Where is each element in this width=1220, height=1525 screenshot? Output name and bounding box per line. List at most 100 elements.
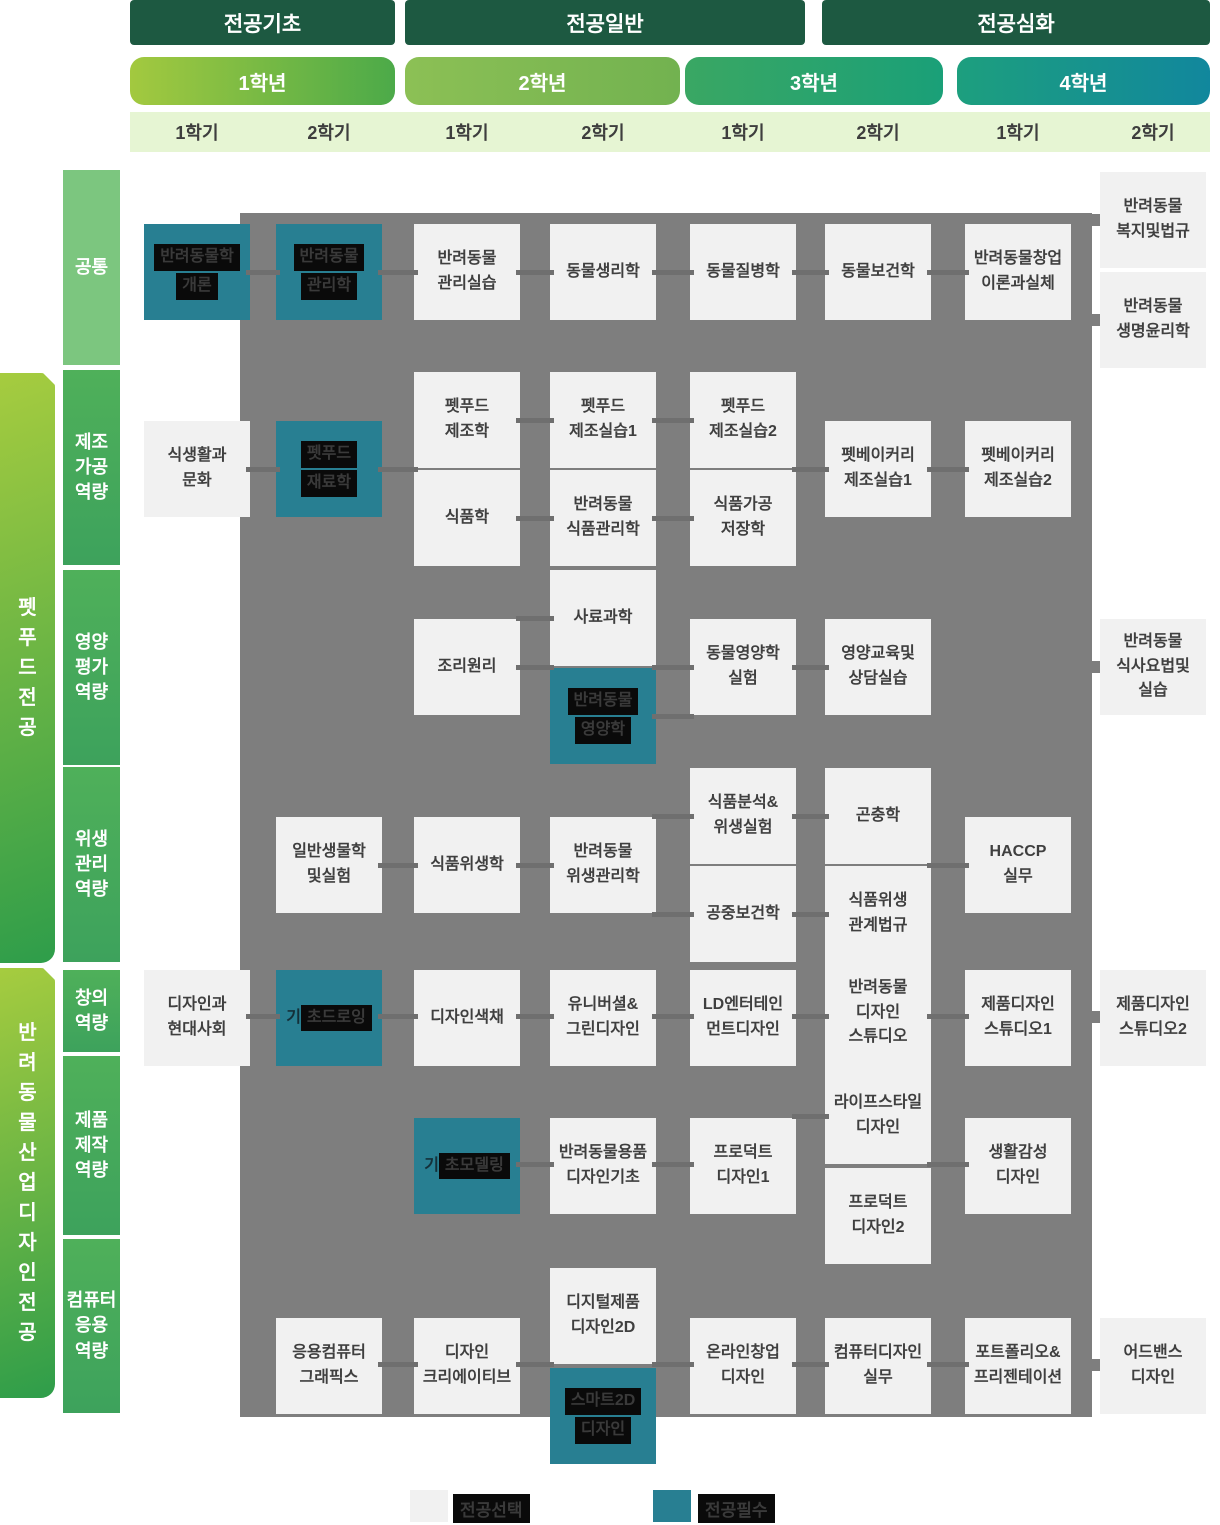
course-line: 및실험: [306, 868, 352, 885]
course-line: 영양교육및: [841, 645, 915, 663]
course-line: 제품디자인: [1116, 996, 1190, 1014]
connector-tick: [246, 270, 280, 275]
course-line: 프로덕트: [848, 1194, 908, 1212]
highlighted-text: 반려동물: [293, 244, 365, 271]
course-line: 스튜디오2: [1119, 1021, 1187, 1038]
highlighted-text: 반려동물: [567, 688, 639, 715]
connector-tick: [378, 863, 418, 868]
course-line: 식품위생학: [430, 855, 504, 873]
course-line: 펫푸드: [444, 398, 490, 416]
connector-tick: [378, 1362, 418, 1367]
course-line: 디자인: [444, 1344, 490, 1362]
semester-label-6: 2학기: [856, 123, 900, 143]
course-line: 일반생물학: [292, 843, 366, 861]
course-box: 조리원리: [414, 619, 520, 715]
legend-required-label: 전공필수: [698, 1494, 775, 1523]
course-line: 관리실습: [437, 275, 497, 292]
course-box: 디자인색채: [414, 970, 520, 1066]
connector-tick: [652, 516, 694, 521]
connector-tick: [792, 1362, 829, 1367]
course-line: 디자인1: [716, 1169, 770, 1186]
course-line: 생활감성: [988, 1144, 1048, 1162]
course-line: 디자인: [855, 1003, 901, 1021]
connector-tick: [516, 1162, 554, 1167]
course-line: 온라인창업: [706, 1344, 780, 1362]
semester-label-5: 1학기: [721, 123, 765, 143]
course-line: 동물질병학: [706, 262, 780, 280]
course-line: 제품디자인: [981, 996, 1055, 1014]
connector-tick: [378, 1014, 418, 1019]
course-line: 관계법규: [848, 917, 908, 934]
category-hygiene: 위생 관리 역량: [63, 767, 120, 962]
connector-tick: [792, 1114, 829, 1119]
course-line: 식품분석&: [707, 794, 779, 812]
course-line: 반려동물학: [154, 243, 240, 272]
legend-elective-swatch: [410, 1490, 448, 1522]
course-line: 저장학: [720, 521, 766, 538]
category-creative: 창의 역량: [63, 970, 120, 1052]
course-box: 식품학: [414, 470, 520, 566]
course-box: 동물생리학: [550, 224, 656, 320]
course-line: 반려동물: [1123, 198, 1183, 216]
course-line: 실습: [1138, 682, 1168, 700]
connector-tick: [792, 1014, 829, 1019]
semester-label-2: 2학기: [307, 123, 351, 143]
course-line: 실무: [1003, 868, 1033, 885]
highlighted-text: 재료학: [300, 470, 358, 497]
course-line: 재료학: [300, 469, 358, 498]
connector-tick: [516, 1362, 554, 1367]
course-line: 개론: [176, 272, 218, 301]
course-line: 반려동물: [573, 843, 633, 861]
course-line: 디자인기초: [566, 1169, 640, 1186]
connector-tick: [246, 1014, 280, 1019]
connector-tick: [652, 1162, 694, 1167]
course-line: 조리원리: [437, 657, 497, 675]
course-line: 동물보건학: [841, 262, 915, 280]
major-bar-design: 반 려 동 물 산 업 디 자 인 전 공: [0, 968, 55, 1398]
course-line: 펫푸드: [580, 398, 626, 416]
connector-tick: [792, 467, 829, 472]
course-line: 반려동물: [573, 496, 633, 514]
connector-tick: [652, 1014, 694, 1019]
course-line: 동물영양학: [706, 645, 780, 663]
course-line: 어드밴스: [1123, 1344, 1183, 1362]
connector-nub: [1086, 1359, 1102, 1371]
course-line: 사료과학: [573, 608, 633, 626]
course-line: 컴퓨터디자인: [833, 1344, 923, 1362]
course-line: 반려동물: [293, 243, 365, 272]
major-bar-petfood: 펫 푸 드 전 공: [0, 373, 55, 963]
connector-tick: [792, 814, 829, 819]
connector-tick: [516, 418, 554, 423]
course-line: 스마트2D: [564, 1387, 642, 1416]
connector-tick: [652, 912, 694, 917]
course-line: 응용컴퓨터: [292, 1344, 366, 1362]
connector-tick: [792, 912, 829, 917]
header-major-basic: 전공기초: [130, 0, 395, 45]
connector-tick: [792, 665, 829, 670]
course-box: HACCP 실무: [965, 817, 1071, 913]
course-line: HACCP: [989, 843, 1047, 861]
course-line: 프로덕트: [713, 1144, 773, 1162]
connector-tick: [927, 1362, 969, 1367]
